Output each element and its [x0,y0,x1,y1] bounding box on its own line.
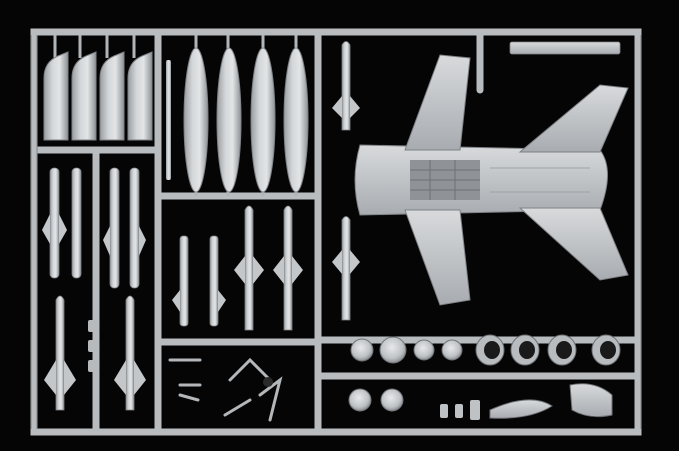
landing-gear-strut [223,398,252,417]
pylon [71,51,97,141]
missile [341,41,351,131]
wheel [441,339,463,361]
pylon [43,51,69,141]
pylon [99,51,125,141]
missile-group-left [42,167,146,289]
strip-part [509,41,621,55]
wheel-row [348,336,463,412]
missile [109,167,120,289]
missile-group-middle [172,205,303,331]
gear-hub [263,377,273,387]
engine-nozzle [591,334,621,366]
missile-group-bottom-left [44,295,146,411]
missile [71,167,82,279]
tank-rod [166,60,171,180]
nose-cone [489,399,553,419]
wheel [413,339,435,361]
missile [209,235,219,327]
wheel [379,336,407,364]
drop-tank [216,47,242,193]
missile [125,295,135,411]
drop-tank [283,47,309,193]
small-parts [440,400,480,420]
missile [49,167,60,279]
landing-gear-group [168,357,283,422]
missile [179,235,189,327]
missile [129,167,140,289]
wheel [350,338,374,362]
nozzle-row [475,334,621,366]
pylon-group [43,51,153,141]
missile [341,216,351,321]
sprue-frame [30,28,642,436]
pylon [127,51,153,141]
engine-nozzle [475,334,505,366]
engine-nozzle [510,334,540,366]
landing-gear-strut [228,357,272,382]
wing-half [354,54,629,306]
missile [244,205,254,331]
engine-nozzle [547,334,577,366]
missile [55,295,65,411]
wheel [380,388,404,412]
landing-gear-strut [258,376,283,422]
missile [283,205,293,331]
drop-tank-group [166,47,309,193]
drop-tank [250,47,276,193]
drop-tank [183,47,209,193]
fairing-part [569,383,613,418]
missile-group-right [332,41,360,321]
wheel [348,388,372,412]
